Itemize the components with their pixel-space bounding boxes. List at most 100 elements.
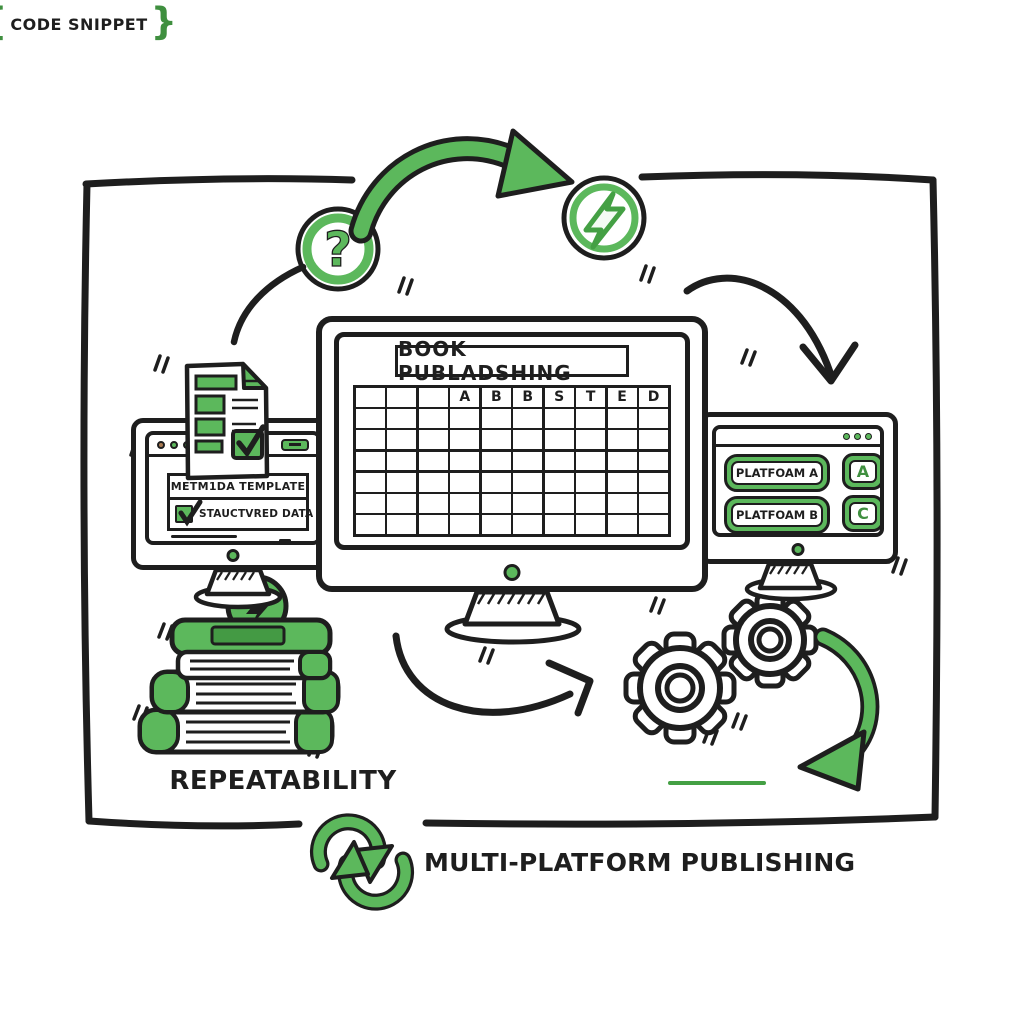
grid-cell [481, 451, 511, 471]
arrow-question-curve [230, 263, 307, 346]
grid-header-cell [387, 388, 417, 407]
code-snippet-label: { CODE SNIPPET } [0, 0, 177, 48]
grid-cell [544, 472, 574, 492]
grid-cell [576, 472, 606, 492]
grid-cell [513, 409, 543, 428]
grid-cell [450, 451, 480, 471]
grid-header-cell: B [513, 388, 543, 407]
checkbox-icon[interactable] [175, 499, 203, 527]
grid-cell [387, 430, 417, 450]
book-stack [137, 617, 341, 755]
grid-header-cell: T [576, 388, 606, 407]
grid-cell [607, 430, 637, 450]
arrow-snippet-green [797, 627, 880, 792]
code-snippet-text: CODE SNIPPET [10, 14, 148, 34]
window-control-dot[interactable] [170, 440, 178, 449]
gear-icon-large [623, 631, 737, 745]
repeatability-label: REPEATABILITY [169, 766, 397, 796]
platform-button-area: PLATFOAM A PLATFOAM B A C [716, 447, 880, 533]
frame-border [80, 171, 941, 830]
multi-platform-label: MULTI-PLATFORM PUBLISHING [424, 848, 856, 877]
close-brace: } [150, 0, 177, 43]
grid-header-cell [418, 388, 448, 407]
grid-cell [481, 494, 511, 513]
grid-cell [513, 451, 543, 471]
right-monitor: PLATFOAM A PLATFOAM B A C [698, 412, 898, 564]
grid-cell [418, 430, 448, 450]
monitor-stand-center [444, 589, 582, 645]
recycle-icon [309, 813, 415, 911]
grid-header-cell: D [639, 388, 668, 407]
monitor-power-dot [503, 564, 521, 581]
grid-cell [576, 515, 606, 534]
grid-cell [513, 494, 543, 513]
grid-cell [544, 409, 574, 428]
key-a-label: A [849, 460, 877, 483]
platform-a-button[interactable]: PLATFOAM A [724, 454, 830, 492]
key-button-a[interactable]: A [842, 453, 880, 490]
grid-cell [607, 451, 637, 471]
grid-cell [639, 472, 668, 492]
document-checkbox-icon [231, 424, 266, 460]
window-control-dot[interactable] [157, 440, 165, 449]
key-button-c[interactable]: C [842, 495, 880, 532]
grid-cell [639, 515, 668, 534]
grid-cell [418, 472, 448, 492]
arrow-right-curve [683, 274, 859, 385]
code-snippet-underline [668, 781, 766, 785]
structured-data-row: STAUCTVRED DATA [170, 499, 313, 527]
grid-cell [356, 515, 385, 534]
grid-cell [387, 494, 417, 513]
grid-cell [418, 409, 448, 428]
grid-cell [356, 472, 385, 492]
grid-cell [607, 472, 637, 492]
grid-cell [450, 472, 480, 492]
grid-cell [607, 494, 637, 513]
monitor-power-dot [791, 543, 805, 556]
grid-cell [607, 409, 637, 428]
structured-data-label: STAUCTVRED DATA [199, 507, 314, 520]
platform-b-label: PLATFOAM B [731, 503, 823, 527]
grid-header-cell: S [544, 388, 574, 407]
window-control-dot[interactable] [843, 433, 850, 440]
window-control-dot[interactable] [854, 433, 861, 440]
grid-header-cell: A [450, 388, 480, 407]
grid-cell [418, 451, 448, 471]
grid-cell [356, 430, 385, 450]
mini-green-button[interactable] [281, 438, 309, 451]
grid-cell [450, 430, 480, 450]
sketch-underline [171, 535, 237, 538]
monitor-power-dot [226, 549, 240, 562]
grid-cell [544, 515, 574, 534]
lightning-icon [561, 175, 647, 261]
grid-cell [576, 451, 606, 471]
grid-cell [450, 494, 480, 513]
question-glyph: ? [324, 222, 352, 278]
grid-cell [418, 494, 448, 513]
right-monitor-screen: PLATFOAM A PLATFOAM B A C [712, 425, 884, 537]
monitor-stand-left [193, 567, 283, 610]
monitor-stand-right [744, 561, 838, 602]
grid-cell [576, 494, 606, 513]
grid-cell [387, 472, 417, 492]
grid-cell [544, 430, 574, 450]
grid-cell [481, 472, 511, 492]
grid-cell [513, 430, 543, 450]
key-c-label: C [849, 502, 877, 525]
grid-cell [450, 515, 480, 534]
grid-cell [450, 409, 480, 428]
window-control-dot[interactable] [865, 433, 872, 440]
platform-a-label: PLATFOAM A [731, 461, 823, 485]
arrow-bottom-curve [392, 632, 594, 717]
grid-cell [387, 515, 417, 534]
platform-b-button[interactable]: PLATFOAM B [724, 496, 830, 533]
grid-cell [356, 409, 385, 428]
grid-cell [356, 494, 385, 513]
grid-cell [481, 430, 511, 450]
grid-cell [576, 409, 606, 428]
